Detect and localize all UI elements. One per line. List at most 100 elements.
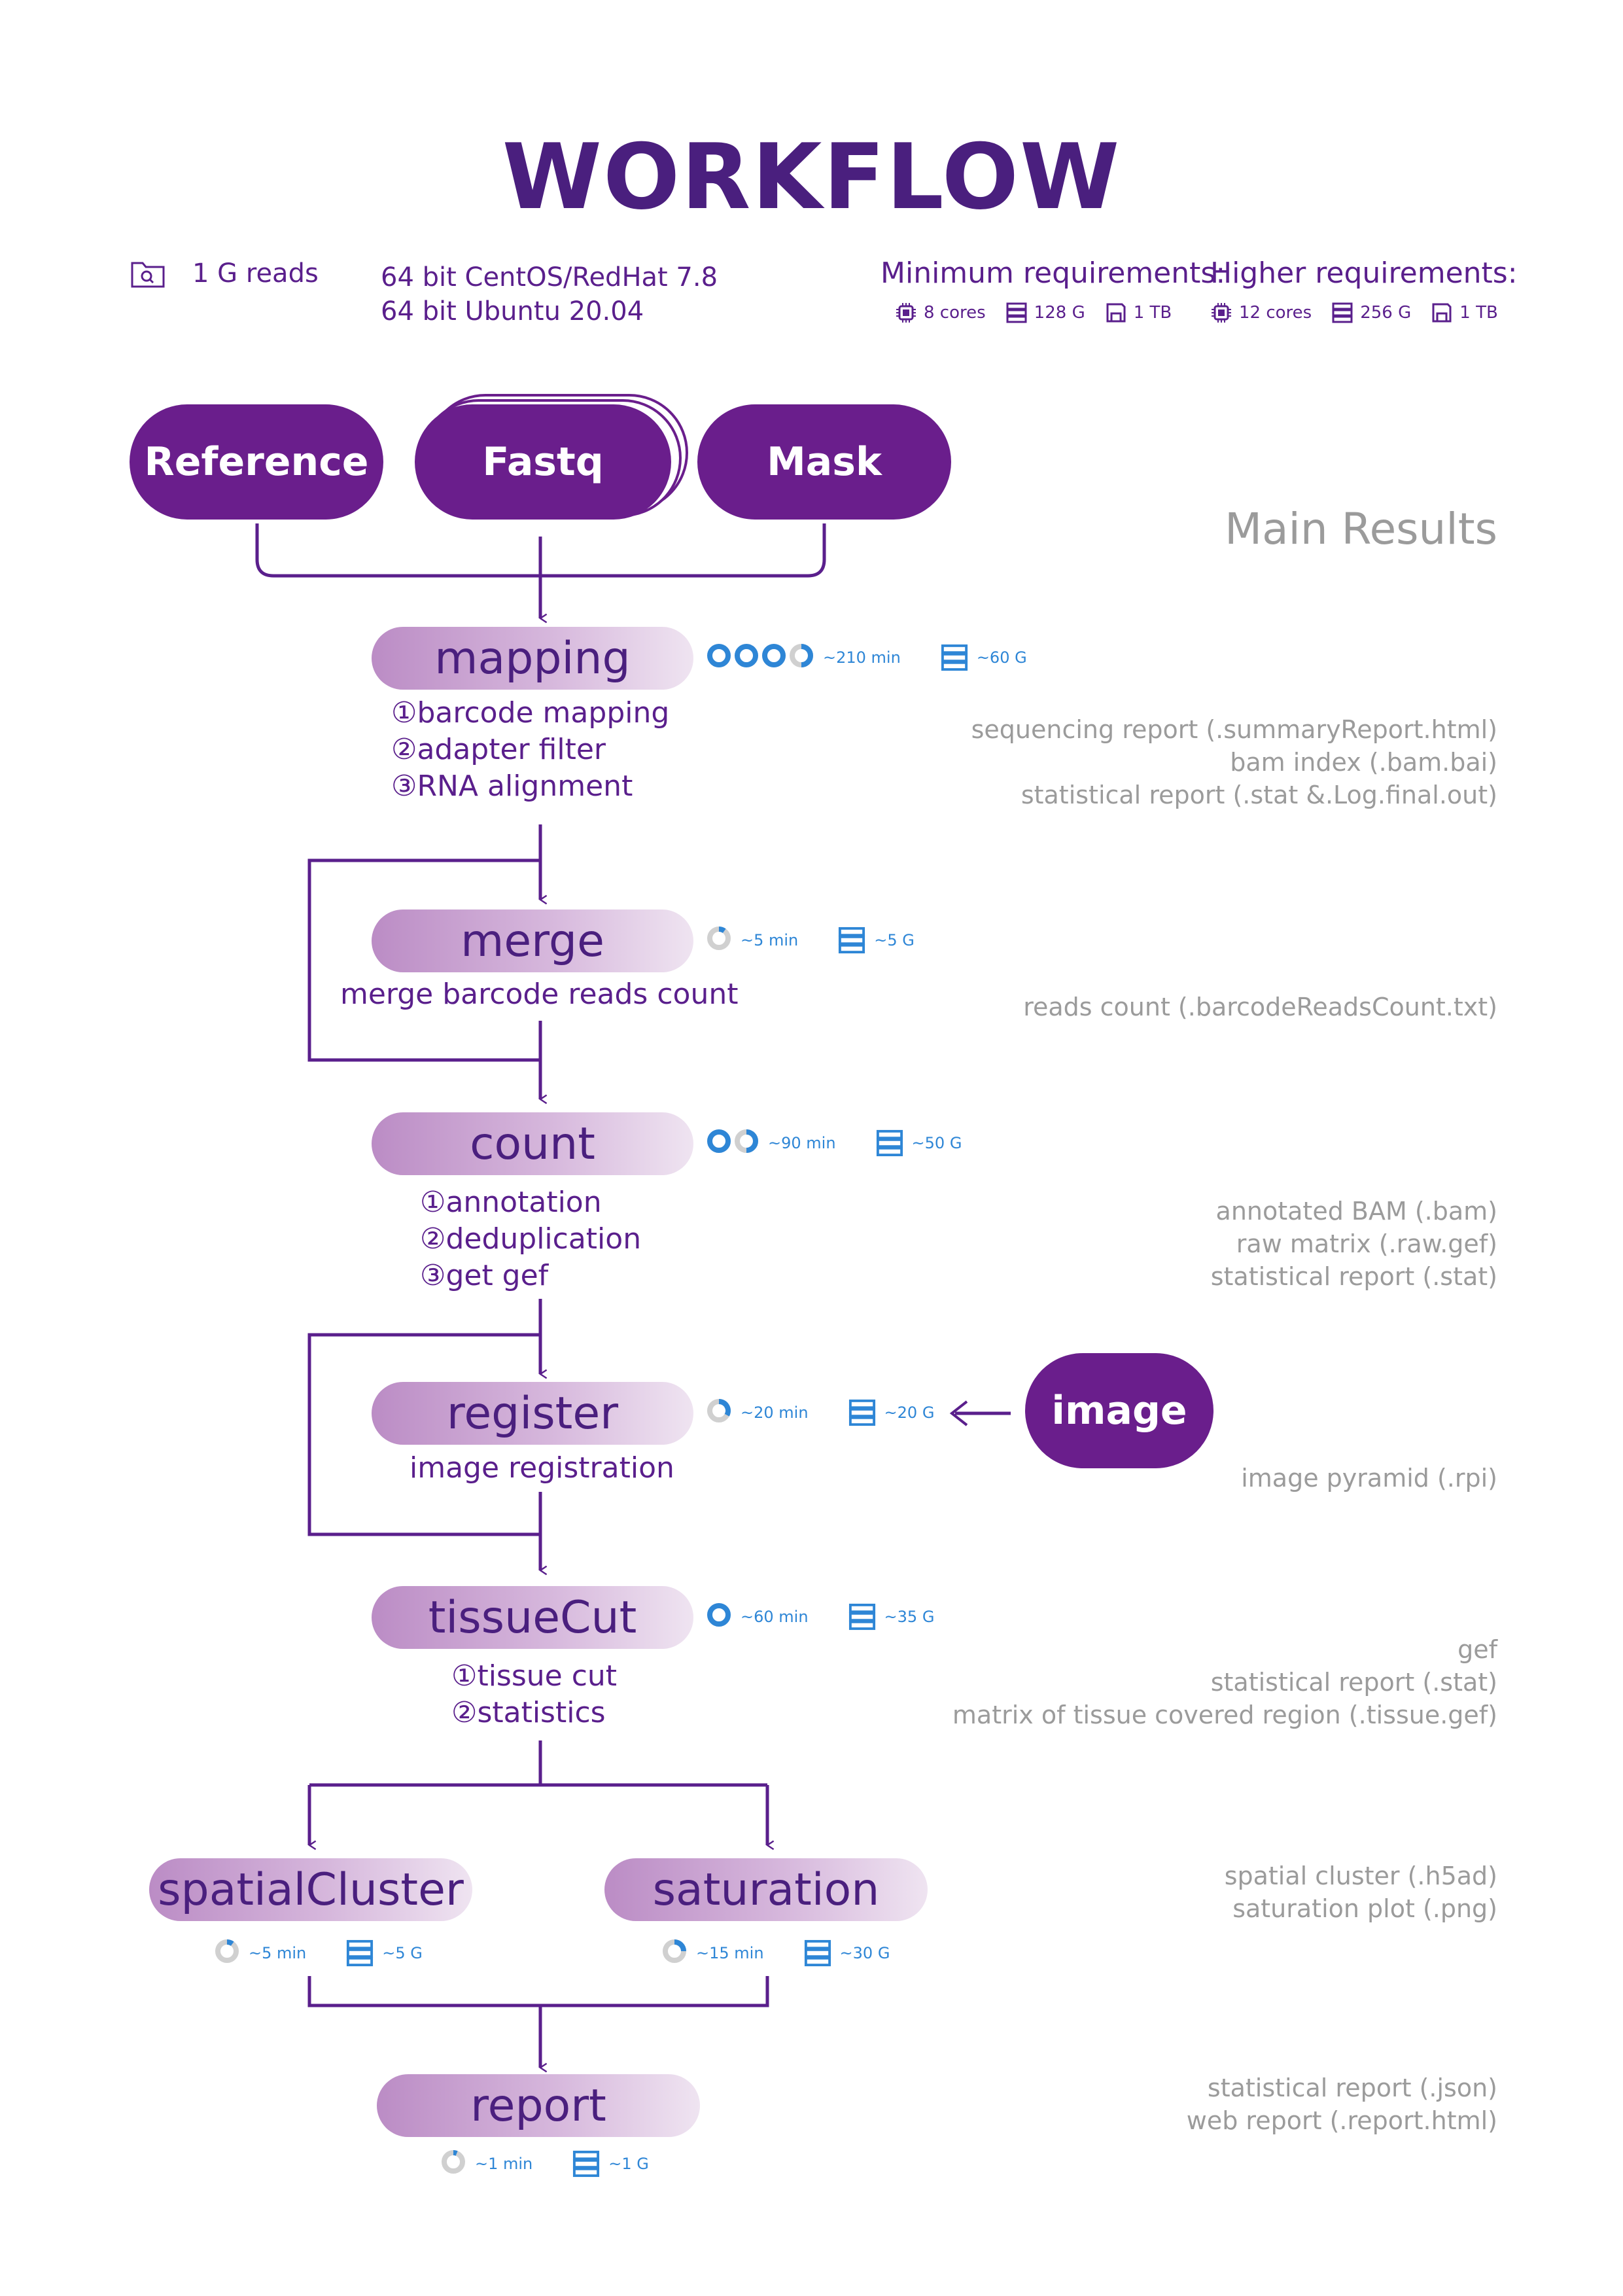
disk-icon — [1106, 303, 1126, 323]
merge-results: reads count (.barcodeReadsCount.txt) — [1023, 991, 1497, 1023]
mapping-results: sequencing report (.summaryReport.html) … — [971, 713, 1497, 811]
mapping-substeps: ①barcode mapping ②adapter filter ③RNA al… — [391, 695, 669, 805]
report-time-icon — [440, 2147, 467, 2180]
count-substep-1: ①annotation — [420, 1186, 602, 1219]
clock-circle-icon — [707, 927, 731, 950]
clock-circle-icon — [707, 644, 813, 667]
register-substeps: image registration — [410, 1450, 674, 1487]
merge-substeps: merge barcode reads count — [340, 976, 738, 1013]
saturation-time-icon — [661, 1937, 688, 1969]
spatialcluster-memory: ~5 G — [382, 1944, 423, 1962]
mapping-time-icon — [705, 641, 815, 674]
mapping-time: ~210 min — [823, 648, 901, 667]
register-resources: ~20 min ~20 G — [705, 1396, 934, 1429]
clock-partial-arc — [718, 1399, 731, 1417]
merge-time: ~5 min — [741, 931, 799, 949]
cpu-icon — [1212, 303, 1231, 323]
count-result-1: annotated BAM (.bam) — [1215, 1197, 1497, 1226]
higher-disk: 1 TB — [1431, 302, 1498, 324]
main-results-heading: Main Results — [1225, 504, 1497, 554]
step-spatialcluster: spatialCluster — [149, 1858, 472, 1921]
tissuecut-substep-2: ②statistics — [451, 1696, 606, 1729]
higher-memory-label: 256 G — [1360, 303, 1412, 323]
count-result-3: statistical report (.stat) — [1210, 1262, 1497, 1291]
reads-info: 1 G reads — [130, 258, 319, 289]
count-results: annotated BAM (.bam) raw matrix (.raw.ge… — [1211, 1195, 1497, 1293]
saturation-resources: ~15 min ~30 G — [661, 1937, 890, 1969]
clock-circle-icon — [442, 2150, 465, 2174]
minimum-cores: 8 cores — [895, 302, 986, 324]
minimum-memory: 128 G — [1005, 302, 1085, 324]
tissuecut-time: ~60 min — [741, 1608, 809, 1626]
report-result-1: statistical report (.json) — [1207, 2074, 1497, 2102]
count-time-icon — [705, 1127, 760, 1159]
saturation-results: spatial cluster (.h5ad) saturation plot … — [1225, 1860, 1497, 1925]
minimum-requirements: Minimum requirements: 8 cores 128 G 1 TB — [881, 256, 1225, 324]
mapping-substep-2: ②adapter filter — [391, 733, 606, 766]
spatialcluster-time: ~5 min — [249, 1944, 307, 1962]
mapping-substep-3: ③RNA alignment — [391, 769, 633, 803]
merge-memory: ~5 G — [874, 931, 915, 949]
count-substeps: ①annotation ②deduplication ③get gef — [420, 1184, 641, 1294]
clock-circle-icon — [215, 1939, 239, 1963]
disk-icon — [1432, 303, 1452, 323]
register-time: ~20 min — [741, 1404, 809, 1422]
register-result-1: image pyramid (.rpi) — [1241, 1464, 1497, 1492]
report-result-2: web report (.report.html) — [1186, 2106, 1497, 2135]
report-time: ~1 min — [475, 2155, 533, 2173]
clock-circle-icon — [663, 1939, 686, 1963]
higher-disk-label: 1 TB — [1459, 303, 1498, 323]
register-substep-1: image registration — [410, 1451, 674, 1485]
spatialcluster-resources: ~5 min ~5 G — [213, 1937, 423, 1969]
report-results: statistical report (.json) web report (.… — [1187, 2072, 1497, 2137]
server-icon — [1006, 302, 1027, 323]
clock-partial-arc — [801, 644, 813, 667]
tissuecut-memory: ~35 G — [884, 1608, 935, 1626]
clock-partial-arc — [674, 1939, 686, 1952]
minimum-cores-label: 8 cores — [924, 303, 986, 323]
count-substep-2: ②deduplication — [420, 1222, 642, 1256]
server-icon — [804, 1939, 831, 1967]
saturation-result-2: saturation plot (.png) — [1232, 1894, 1497, 1923]
server-icon — [347, 1939, 374, 1967]
os-line-1: 64 bit CentOS/RedHat 7.8 — [381, 262, 718, 292]
minimum-requirements-heading: Minimum requirements: — [881, 256, 1226, 290]
clock-partial-arc — [226, 1939, 234, 1947]
input-fastq: Fastq — [415, 404, 671, 520]
tissuecut-results: gef statistical report (.stat) matrix of… — [952, 1633, 1497, 1731]
input-reference: Reference — [130, 404, 383, 520]
higher-requirements-heading: Higher requirements: — [1210, 256, 1518, 290]
input-image: image — [1025, 1353, 1213, 1468]
step-saturation: saturation — [604, 1858, 928, 1921]
tissuecut-result-1: gef — [1457, 1635, 1497, 1664]
tissuecut-substeps: ①tissue cut ②statistics — [451, 1658, 617, 1731]
mapping-substep-1: ①barcode mapping — [391, 696, 670, 730]
clock-circle-icon — [707, 1399, 731, 1422]
register-memory: ~20 G — [884, 1404, 935, 1422]
higher-memory: 256 G — [1331, 302, 1411, 324]
report-memory: ~1 G — [608, 2155, 649, 2173]
mapping-resources: ~210 min ~60 G — [705, 641, 1027, 674]
count-substep-3: ③get gef — [420, 1259, 549, 1292]
tissuecut-substep-1: ①tissue cut — [451, 1659, 618, 1693]
saturation-time: ~15 min — [696, 1944, 764, 1962]
minimum-disk: 1 TB — [1105, 302, 1172, 324]
tissuecut-resources: ~60 min ~35 G — [705, 1600, 934, 1633]
count-time: ~90 min — [768, 1134, 836, 1152]
clock-partial-arc — [746, 1129, 758, 1153]
server-icon — [1332, 302, 1353, 323]
count-result-2: raw matrix (.raw.gef) — [1236, 1229, 1497, 1258]
tissuecut-time-icon — [705, 1600, 733, 1633]
merge-time-icon — [705, 924, 733, 957]
server-icon — [876, 1129, 903, 1157]
mapping-memory: ~60 G — [976, 648, 1027, 667]
spatialcluster-time-icon — [213, 1937, 241, 1969]
reads-label: 1 G reads — [192, 258, 319, 289]
higher-cores: 12 cores — [1210, 302, 1312, 324]
os-line-2: 64 bit Ubuntu 20.04 — [381, 296, 644, 327]
register-results: image pyramid (.rpi) — [1241, 1462, 1497, 1494]
clock-circle-icon — [707, 1603, 731, 1627]
mapping-result-3: statistical report (.stat &.Log.final.ou… — [1021, 781, 1497, 809]
step-tissuecut: tissueCut — [372, 1586, 693, 1649]
